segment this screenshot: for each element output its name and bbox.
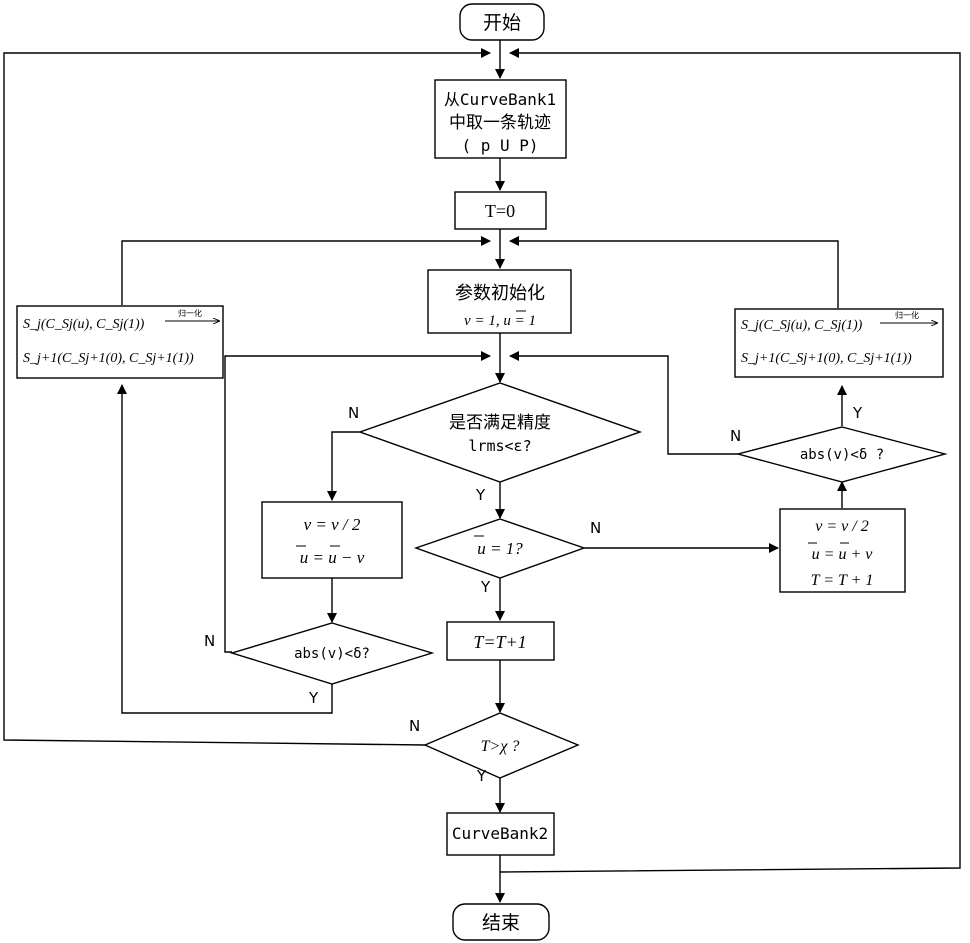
right-update-box: v = v / 2 u = u + v T = T + 1 [780,509,905,592]
left-update-line-2: u = u − v [300,548,365,567]
param-init-title: 参数初始化 [455,283,545,304]
precision-line-1: 是否满足精度 [449,413,551,433]
t-chi-decision: T>χ ? [425,713,578,778]
pick-line-2: 中取一条轨迹 [449,113,551,133]
left-abs-n-label: N [204,632,215,650]
left-abs-decision: abs(v)<δ? [232,623,432,684]
right-abs-n-label: N [730,427,741,445]
right-box-row-1: S_j(C_Sj(u), C_Sj(1)) [741,318,863,333]
start-label: 开始 [483,12,521,34]
u-equals-one-label: u = 1? [477,539,523,558]
pick-trajectory-box: 从CurveBank1 中取一条轨迹 ( p U P) [435,80,566,158]
t-increment-box: T=T+1 [447,622,554,660]
right-abs-y-label: Y [852,404,863,422]
left-box-row-1: S_j(C_Sj(u), C_Sj(1)) [23,317,145,332]
precision-line-2: lrms<ε? [468,437,531,455]
right-abs-decision: abs(v)<δ ? [738,427,945,482]
param-init-box: 参数初始化 v = 1, u = 1 [428,270,571,333]
precision-decision: 是否满足精度 lrms<ε? [360,383,640,482]
left-abs-label: abs(v)<δ? [294,646,370,662]
t-chi-label: T>χ ? [481,738,520,755]
right-update-line-3: T = T + 1 [811,572,874,589]
param-init-equation: v = 1, u = 1 [464,313,536,329]
left-update-box: v = v / 2 u = u − v [262,502,402,578]
t-chi-y-label: Y [476,767,487,785]
right-update-line-2: u = u + v [812,546,874,563]
loop-back-left-n [4,53,490,745]
start-terminal: 开始 [460,4,544,40]
precision-n-label: N [348,404,359,422]
right-abs-label: abs(v)<δ ? [800,447,884,463]
end-label: 结束 [482,912,520,934]
right-normalize-label: 归一化 [895,310,919,320]
precision-y-label: Y [475,486,486,504]
t-zero-label: T=0 [485,201,515,221]
left-normalize-label: 归一化 [178,308,202,318]
right-box-row-2: S_j+1(C_Sj+1(0), C_Sj+1(1)) [741,351,912,366]
right-segment-box: S_j(C_Sj(u), C_Sj(1)) S_j+1(C_Sj+1(0), C… [735,309,943,377]
u1-y-label: Y [480,578,491,596]
t-chi-n-label: N [409,717,420,735]
arrow-precision-n [332,432,360,500]
t-zero-box: T=0 [455,192,546,229]
curvebank2-label: CurveBank2 [452,824,548,843]
curvebank2-box: CurveBank2 [447,813,554,855]
pick-line-3: ( p U P) [461,136,538,155]
left-abs-y-label: Y [308,689,319,707]
right-update-line-1: v = v / 2 [815,518,868,535]
pick-line-1: 从CurveBank1 [444,90,556,109]
u1-n-label: N [590,519,601,537]
u-equals-one-decision: u = 1? [416,519,584,578]
left-box-row-2: S_j+1(C_Sj+1(0), C_Sj+1(1)) [23,351,194,366]
t-increment-label: T=T+1 [473,632,526,652]
left-segment-box: S_j(C_Sj(u), C_Sj(1)) S_j+1(C_Sj+1(0), C… [17,306,223,378]
end-terminal: 结束 [453,904,549,940]
left-update-line-1: v = v / 2 [304,515,361,534]
